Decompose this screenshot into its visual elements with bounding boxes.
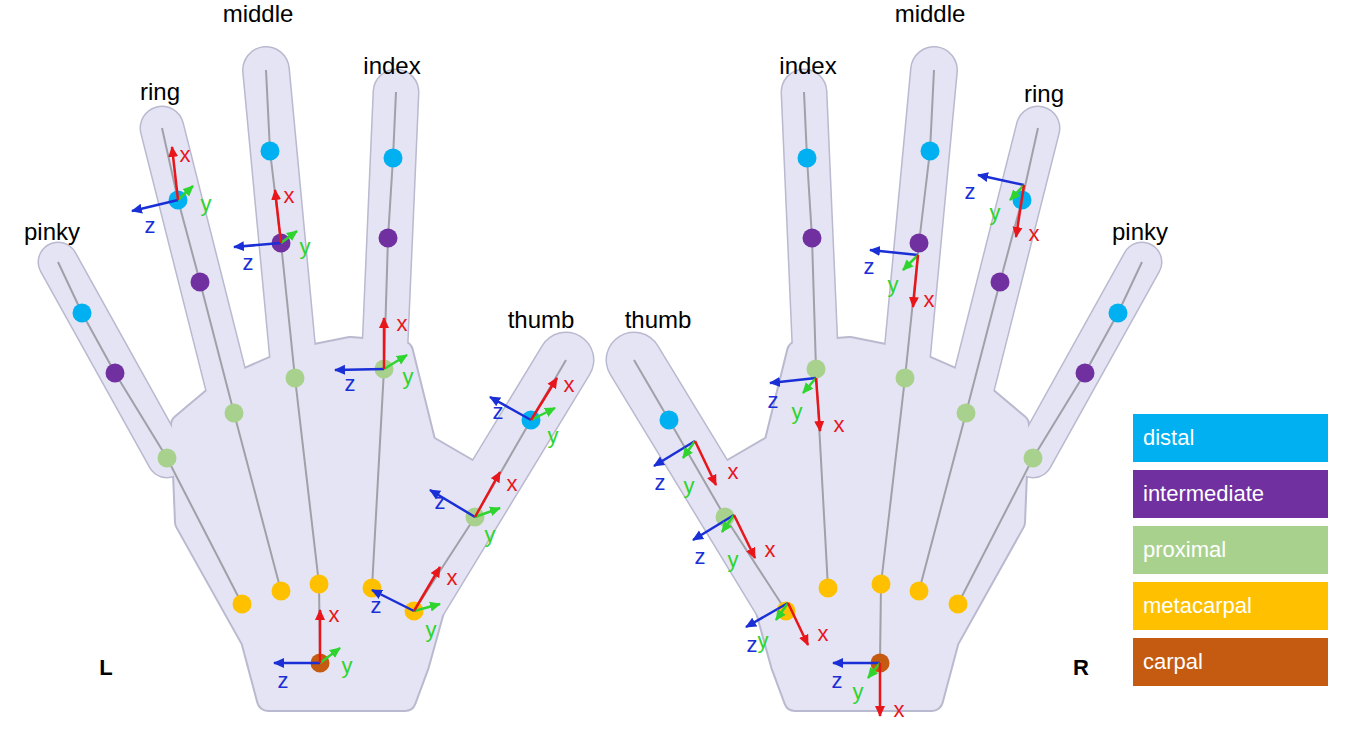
axis-label: x: [180, 144, 191, 166]
finger-label: ring: [140, 80, 180, 104]
axis-label: y: [426, 619, 437, 641]
axis-label: y: [888, 274, 899, 296]
axis-label: z: [493, 401, 504, 423]
finger-label: pinky: [24, 220, 80, 244]
axis-label: x: [834, 414, 845, 436]
axis-label: y: [548, 425, 559, 447]
axis-label: z: [278, 670, 289, 692]
legend-text: distal: [1143, 425, 1194, 451]
finger-label: middle: [895, 2, 966, 26]
legend-swatch: metacarpal: [1133, 582, 1328, 630]
axis-label: x: [765, 539, 776, 561]
axis-label: x: [284, 185, 295, 207]
axis-label: y: [342, 655, 353, 677]
axis-label: x: [894, 699, 905, 721]
legend-swatch: carpal: [1133, 638, 1328, 686]
legend-text: metacarpal: [1143, 593, 1252, 619]
axis-label: z: [435, 491, 446, 513]
finger-label: middle: [223, 2, 294, 26]
axis-label: x: [818, 623, 829, 645]
axis-label: z: [695, 546, 706, 568]
hand-label: R: [1073, 657, 1089, 679]
finger-label: thumb: [508, 308, 575, 332]
axis-label: z: [965, 181, 976, 203]
axis-label: x: [507, 473, 518, 495]
axis-label: x: [1029, 223, 1040, 245]
finger-label: thumb: [625, 308, 692, 332]
axis-label: y: [990, 202, 1001, 224]
legend-text: intermediate: [1143, 481, 1264, 507]
legend-text: proximal: [1143, 537, 1226, 563]
axis-label: y: [684, 475, 695, 497]
axis-label: y: [403, 366, 414, 388]
axis-label: z: [864, 256, 875, 278]
axis-label: z: [145, 215, 156, 237]
axis-label: x: [728, 461, 739, 483]
hand-label: L: [99, 657, 112, 679]
finger-label: index: [779, 54, 836, 78]
axis-label: y: [792, 401, 803, 423]
axis-label: x: [564, 374, 575, 396]
legend-swatch: proximal: [1133, 526, 1328, 574]
axis-label: y: [853, 681, 864, 703]
finger-label: index: [363, 54, 420, 78]
axis-label: x: [329, 604, 340, 626]
axis-label: z: [243, 252, 254, 274]
finger-label: pinky: [1112, 220, 1168, 244]
axis-label: z: [768, 390, 779, 412]
axis-label: y: [300, 236, 311, 258]
legend-swatch: distal: [1133, 414, 1328, 462]
axis-label: z: [345, 373, 356, 395]
legend-text: carpal: [1143, 649, 1203, 675]
axis-label: z: [747, 634, 758, 656]
axis-label: y: [728, 549, 739, 571]
axis-label: y: [758, 630, 769, 652]
legend-swatch: intermediate: [1133, 470, 1328, 518]
axis-label: x: [447, 567, 458, 589]
axis-label: x: [924, 289, 935, 311]
axis-label: x: [397, 313, 408, 335]
finger-label: ring: [1024, 82, 1064, 106]
axis-label: y: [201, 193, 212, 215]
axis-label: y: [485, 524, 496, 546]
axis-label: z: [832, 670, 843, 692]
axis-label: z: [371, 595, 382, 617]
axis-label: z: [655, 472, 666, 494]
